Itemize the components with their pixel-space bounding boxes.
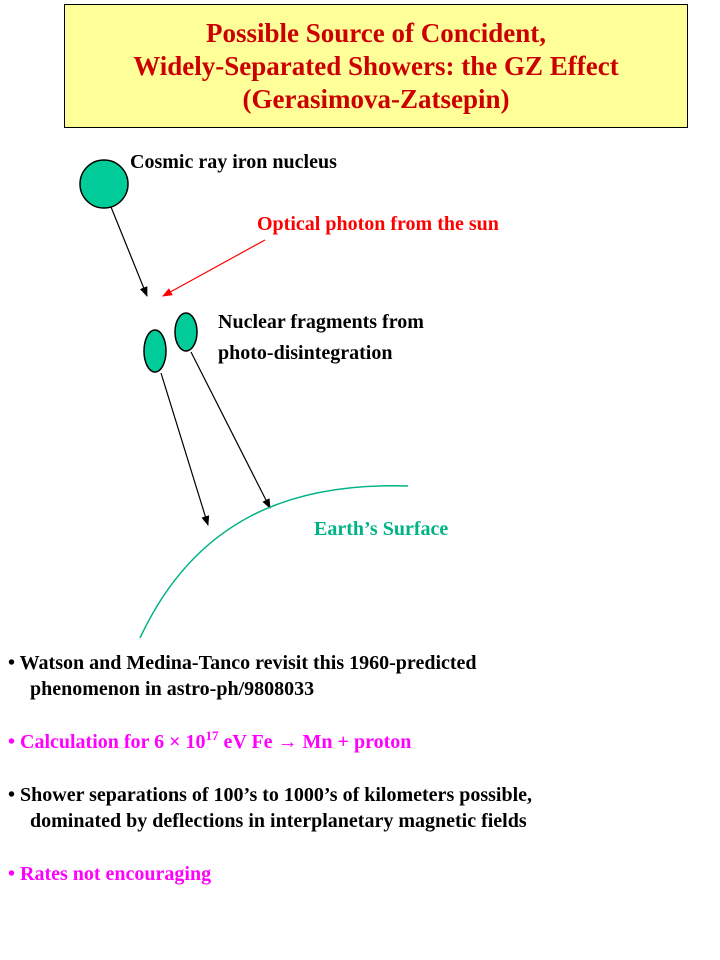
- earth-surface-curve: [139, 484, 409, 639]
- nuclear-fragment-2: [143, 329, 167, 373]
- bullet-1-line-2: phenomenon in astro-ph/9808033: [30, 678, 315, 700]
- fragment-2-trajectory-arrow: [160, 372, 210, 526]
- title-line-2: Widely-Separated Showers: the GZ Effect: [133, 50, 619, 81]
- title-line-3: (Gerasimova-Zatsepin): [242, 83, 510, 114]
- iron-nucleus: [79, 159, 129, 209]
- bullet-2-arrow-symbol: →: [277, 731, 298, 753]
- fragment-1-trajectory-arrow: [190, 351, 271, 509]
- bullet-2-exponent: 17: [205, 728, 219, 743]
- title-line-1: Possible Source of Concident,: [205, 17, 546, 48]
- fragments-label-line-2: photo-disintegration: [218, 342, 393, 364]
- bullet-list: • Watson and Medina-Tanco revisit this 1…: [8, 650, 718, 887]
- bullet-2-text-pre: • Calculation for 6 × 10: [8, 731, 206, 753]
- photon-arrow: [162, 239, 266, 297]
- title-box: Possible Source of Concident, Widely-Sep…: [64, 4, 688, 128]
- bullet-3-line-1: • Shower separations of 100’s to 1000’s …: [8, 784, 533, 806]
- bullet-3-line-2: dominated by deflections in interplaneta…: [30, 810, 527, 832]
- bullet-4: • Rates not encouraging: [8, 863, 212, 885]
- earth-surface-label: Earth’s Surface: [314, 518, 449, 540]
- nucleus-trajectory-arrow: [110, 206, 148, 297]
- bullet-2-text-post: Mn + proton: [297, 731, 412, 753]
- bullet-1-line-1: • Watson and Medina-Tanco revisit this 1…: [8, 652, 477, 674]
- nucleus-label: Cosmic ray iron nucleus: [130, 151, 337, 173]
- nuclear-fragment-1: [174, 312, 198, 352]
- photon-label: Optical photon from the sun: [257, 213, 499, 235]
- fragments-label-line-1: Nuclear fragments from: [218, 311, 424, 333]
- bullet-2-text-mid: eV Fe: [218, 731, 278, 753]
- bullet-2: • Calculation for 6 × 1017 eV Fe → Mn + …: [8, 729, 718, 755]
